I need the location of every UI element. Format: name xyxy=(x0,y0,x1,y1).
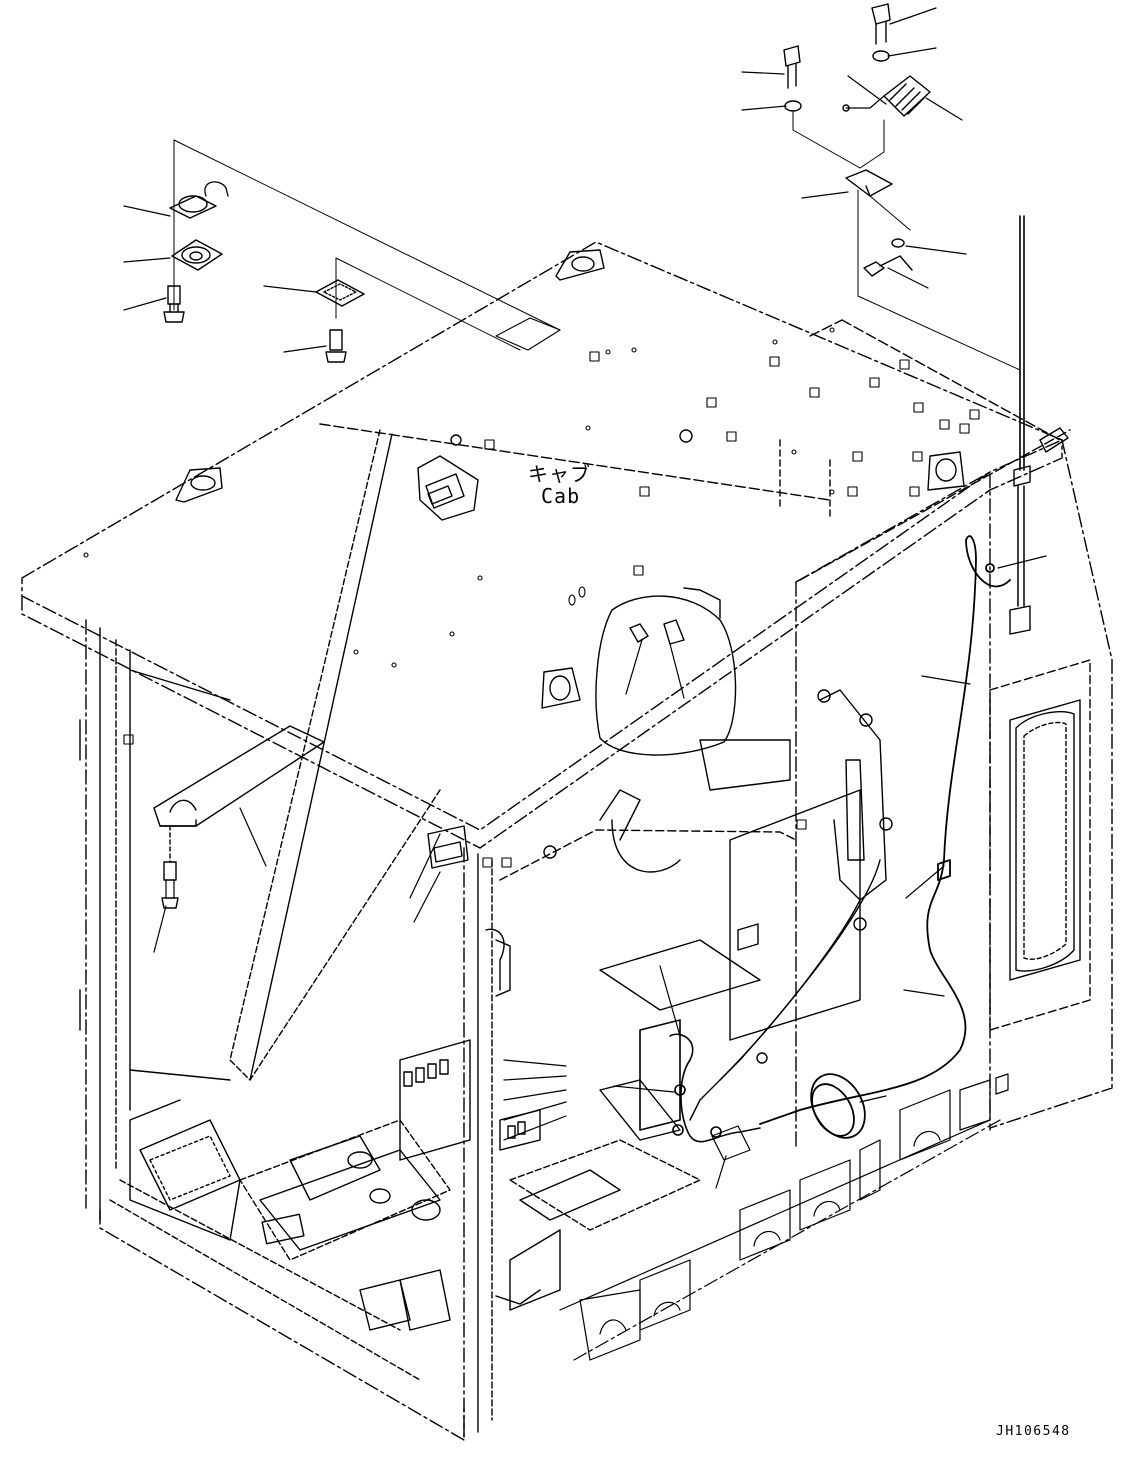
antenna-assembly xyxy=(1009,215,1031,635)
lifting-eye-icon xyxy=(175,467,223,503)
drawing-code: JH106548 xyxy=(996,1424,1071,1439)
cab-right-wall xyxy=(795,319,1113,1151)
cab-label-english: Cab xyxy=(541,484,581,508)
switch-exploded xyxy=(315,257,521,363)
cab-label-japanese: キャブ xyxy=(528,462,591,486)
antenna-cable xyxy=(759,535,1011,1139)
cab-base-brackets xyxy=(559,1073,1009,1361)
lifting-eye-icon xyxy=(555,249,605,281)
lifting-eye-icon xyxy=(927,451,965,491)
wiring-harness xyxy=(639,1019,761,1161)
roof-nut-pads xyxy=(83,317,980,868)
speaker-exploded xyxy=(163,139,561,331)
interior-light-bracket xyxy=(153,725,325,909)
cab-inner-frame xyxy=(129,429,893,1241)
cab-roof xyxy=(21,241,1063,849)
dome-light-assembly xyxy=(595,587,737,756)
leader-lines xyxy=(123,7,1047,1189)
cab-floor-frame xyxy=(139,939,761,1331)
cab-left-wall xyxy=(79,619,511,1441)
lifting-eye-icon xyxy=(541,667,581,709)
speaker-unit xyxy=(417,455,479,869)
relay-exploded xyxy=(783,3,1021,371)
